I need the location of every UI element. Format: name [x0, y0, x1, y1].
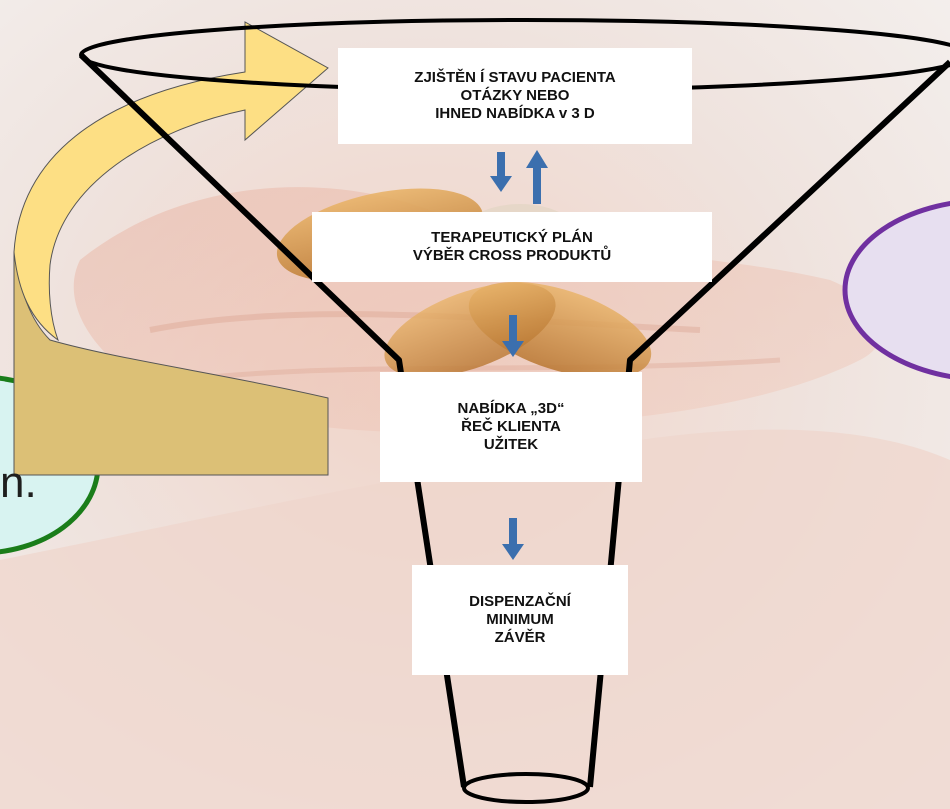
arrow-down-icon: [490, 152, 512, 192]
step-box-3d-offer: NABÍDKA „3D“ ŘEČ KLIENTA UŽITEK: [380, 372, 642, 482]
step-line: OTÁZKY NEBO: [461, 87, 570, 105]
feedback-arrow: [14, 22, 328, 340]
step-box-therapeutic-plan: TERAPEUTICKÝ PLÁN VÝBĚR CROSS PRODUKTŮ: [312, 212, 712, 282]
step-line: NABÍDKA „3D“: [458, 400, 565, 418]
step-line: MINIMUM: [486, 611, 554, 629]
feedback-arrow-band: [14, 252, 328, 475]
step-line: UŽITEK: [484, 436, 538, 454]
step-line: ŘEČ KLIENTA: [461, 418, 561, 436]
arrow-up-icon: [526, 150, 548, 204]
step-box-patient-assessment: ZJIŠTĚN Í STAVU PACIENTA OTÁZKY NEBO IHN…: [338, 48, 692, 144]
funnel-spout: [464, 774, 588, 802]
right-speech-bubble: [845, 200, 950, 380]
arrow-down-icon: [502, 518, 524, 560]
funnel-right-wall: [590, 62, 950, 787]
step-line: VÝBĚR CROSS PRODUKTŮ: [413, 247, 611, 265]
left-bubble-text: n.: [0, 458, 37, 508]
step-line: IHNED NABÍDKA v 3 D: [435, 105, 594, 123]
arrow-down-icon: [502, 315, 524, 357]
step-line: ZJIŠTĚN Í STAVU PACIENTA: [414, 69, 615, 87]
step-line: TERAPEUTICKÝ PLÁN: [431, 229, 593, 247]
step-line: ZÁVĚR: [495, 629, 546, 647]
step-line: DISPENZAČNÍ: [469, 593, 571, 611]
step-box-dispensing-minimum: DISPENZAČNÍ MINIMUM ZÁVĚR: [412, 565, 628, 675]
